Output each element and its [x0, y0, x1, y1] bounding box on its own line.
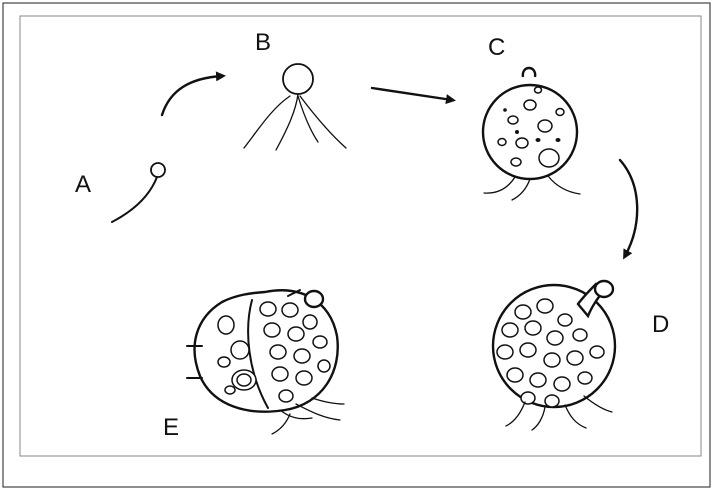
stage-e-mature-thallus: [187, 290, 344, 434]
stage-label-b: B: [255, 29, 271, 56]
stage-c-young-thallus: [483, 68, 580, 200]
stage-label-d: D: [652, 311, 669, 338]
stage-a-zoospore: [112, 163, 165, 222]
arrow-a-to-b: [162, 76, 222, 115]
stage-label-c: C: [488, 34, 505, 61]
stage-label-a: A: [75, 171, 91, 198]
arrow-b-to-c: [372, 88, 452, 100]
stage-label-e: E: [163, 414, 179, 441]
outer-frame: [3, 3, 710, 487]
arrow-c-to-d: [620, 160, 637, 256]
inner-frame: [20, 16, 701, 456]
stage-b-encysted-spore: [244, 64, 346, 150]
stage-d-sporangium: [493, 281, 615, 430]
